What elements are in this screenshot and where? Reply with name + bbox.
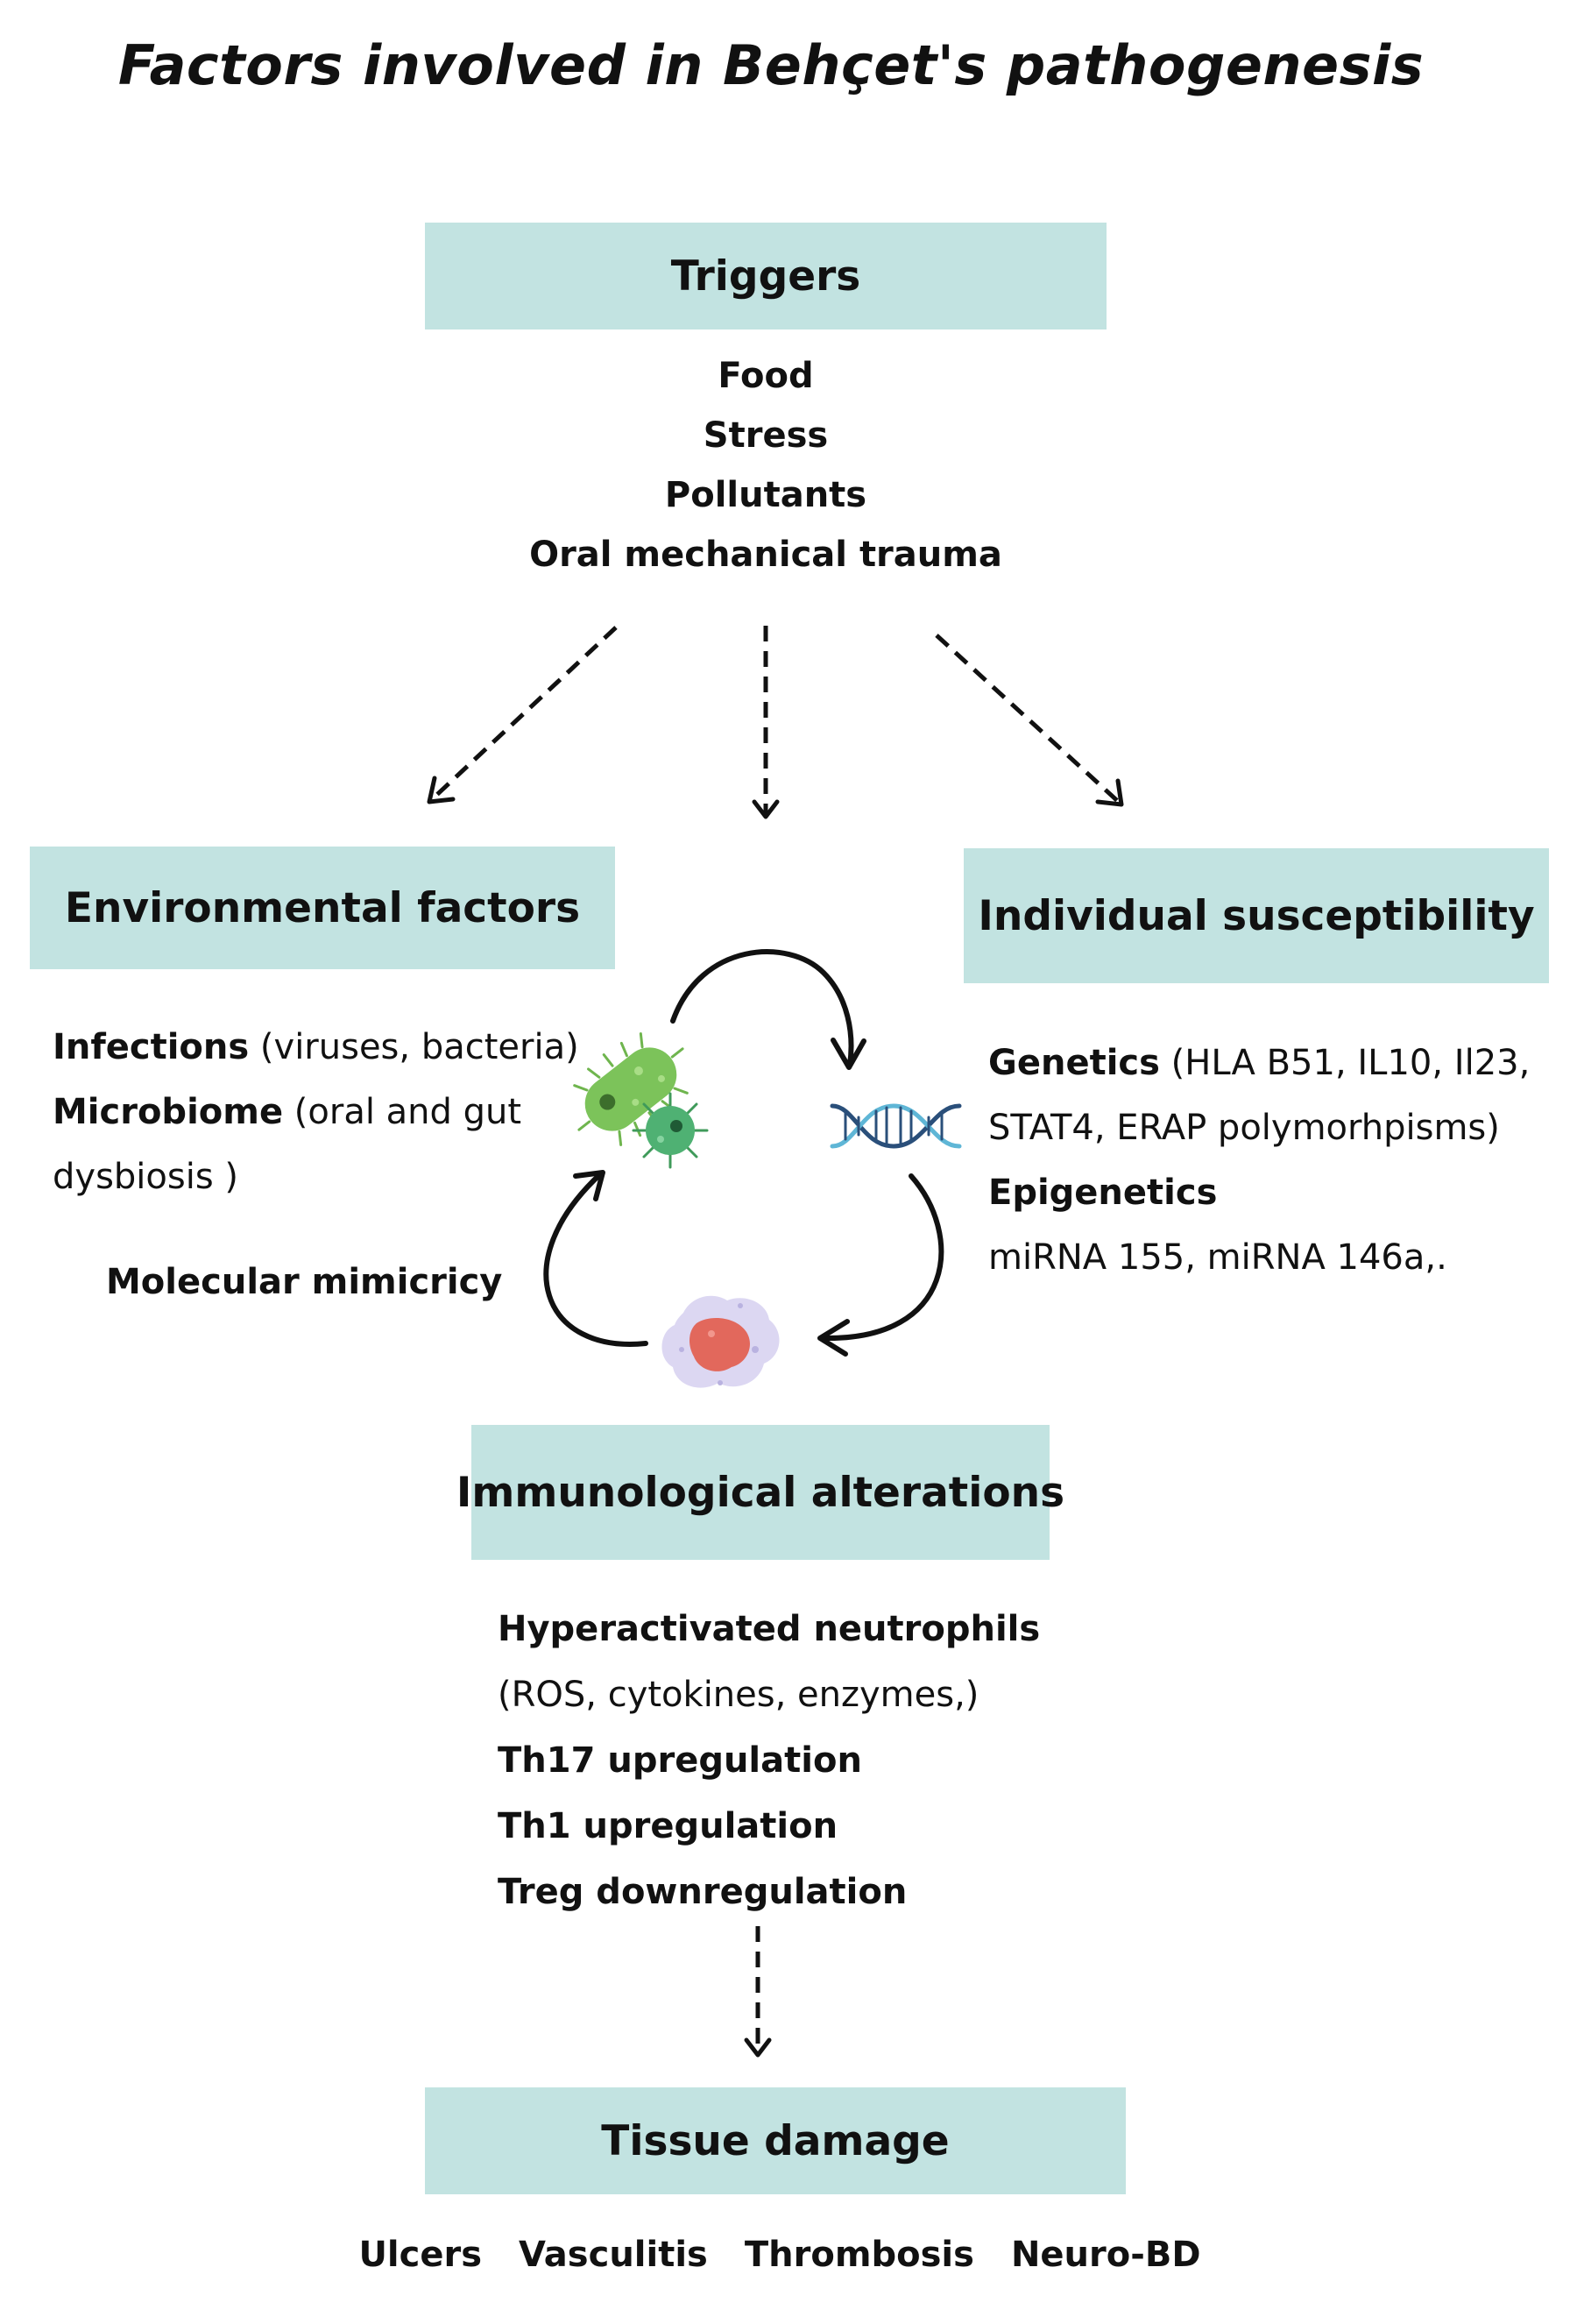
genetics-line: Genetics (HLA B51, IL10, Il23, <box>988 1031 1566 1095</box>
trigger-arrow-right <box>935 634 1124 807</box>
epigenetics-detail: miRNA 155, miRNA 146a,. <box>988 1237 1447 1278</box>
immune-item: Treg downregulation <box>498 1872 908 1912</box>
trigger-arrow-center <box>752 626 780 819</box>
immune-cell-icon <box>661 1295 780 1388</box>
triggers-heading: Triggers <box>670 252 861 301</box>
epigenetics-label: Epigenetics <box>988 1173 1218 1213</box>
immunological-alterations-box: Immunological alterations <box>456 1425 1064 1560</box>
infections-line: Infections (viruses, bacteria) <box>53 1015 613 1080</box>
immune-item: (ROS, cytokines, enzymes,) <box>498 1675 979 1715</box>
diagram-title: Factors involved in Behçet's pathogenesi… <box>117 33 1425 97</box>
trigger-item: Oral mechanical trauma <box>529 535 1002 575</box>
triggers-list: Food Stress Pollutants Oral mechanical t… <box>456 346 1076 585</box>
infections-detail: (viruses, bacteria) <box>249 1027 579 1067</box>
genetics-line-cont: STAT4, ERAP polymorhpisms) <box>988 1095 1566 1160</box>
trigger-item: Food <box>718 356 814 396</box>
tissue-heading: Tissue damage <box>601 2116 950 2165</box>
infections-label: Infections <box>53 1027 250 1067</box>
tissue-outcomes: Ulcers Vasculitis Thrombosis Neuro-BD <box>0 2235 1559 2275</box>
genetics-label: Genetics <box>988 1043 1160 1083</box>
triggers-box: Triggers <box>425 223 1107 329</box>
individual-susceptibility-box: Individual susceptibility <box>964 848 1549 983</box>
dna-icon <box>830 1103 962 1149</box>
trigger-item: Pollutants <box>664 475 867 515</box>
environmental-heading: Environmental factors <box>64 883 581 932</box>
outcome-item: Neuro-BD <box>1010 2235 1201 2275</box>
immunological-heading: Immunological alterations <box>456 1468 1065 1517</box>
individual-details: Genetics (HLA B51, IL10, Il23, STAT4, ER… <box>988 1031 1566 1290</box>
microbiome-detail: (oral and gut <box>283 1092 522 1132</box>
tissue-damage-box: Tissue damage <box>425 2087 1126 2194</box>
trigger-arrow-left <box>427 626 618 804</box>
immune-to-tissue-arrow <box>744 1926 772 2058</box>
microbiome-line-cont: dysbiosis ) <box>53 1144 613 1209</box>
immune-item: Hyperactivated neutrophils <box>498 1609 1041 1649</box>
cycle-arrow-top <box>670 949 866 1070</box>
microbiome-label: Microbiome <box>53 1092 284 1132</box>
cycle-arrow-right <box>817 1173 944 1357</box>
individual-heading: Individual susceptibility <box>978 891 1535 940</box>
microbiome-detail-cont: dysbiosis ) <box>53 1157 238 1197</box>
immunological-list: Hyperactivated neutrophils (ROS, cytokin… <box>498 1597 1111 1925</box>
environmental-details: Infections (viruses, bacteria) Microbiom… <box>53 1015 613 1209</box>
outcome-item: Vasculitis <box>519 2235 708 2275</box>
epigenetics-line: Epigenetics <box>988 1160 1566 1225</box>
immune-item: Th17 upregulation <box>498 1740 862 1781</box>
immune-item: Th1 upregulation <box>498 1806 838 1846</box>
epigenetics-detail-line: miRNA 155, miRNA 146a,. <box>988 1225 1566 1290</box>
trigger-item: Stress <box>703 415 829 456</box>
genetics-detail-cont: STAT4, ERAP polymorhpisms) <box>988 1108 1500 1148</box>
environmental-factors-box: Environmental factors <box>30 847 615 969</box>
microbiome-line: Microbiome (oral and gut <box>53 1080 613 1144</box>
outcome-item: Thrombosis <box>744 2235 974 2275</box>
genetics-detail: (HLA B51, IL10, Il23, <box>1159 1043 1531 1083</box>
molecular-mimicry-label: Molecular mimicricy <box>106 1262 503 1302</box>
outcome-item: Ulcers <box>358 2235 483 2275</box>
